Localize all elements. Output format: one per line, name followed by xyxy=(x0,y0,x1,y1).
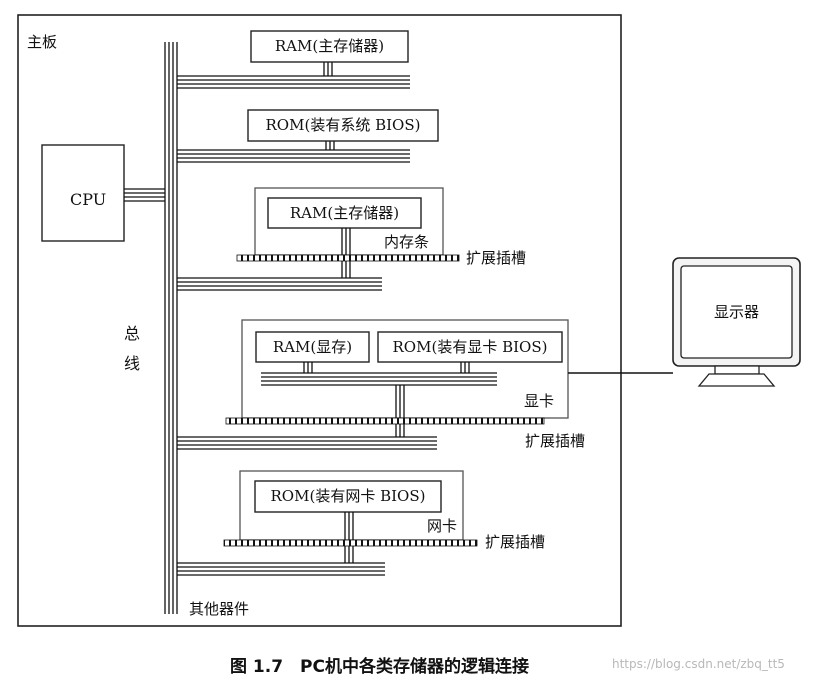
branch-slot1 xyxy=(177,277,382,291)
network-card-label: 网卡 xyxy=(427,517,458,535)
slot2-label: 扩展插槽 xyxy=(525,432,586,450)
vram-label: RAM(显存) xyxy=(272,338,353,356)
monitor xyxy=(672,257,801,387)
watermark: https://blog.csdn.net/zbq_tt5 xyxy=(612,657,785,671)
rom-vga-bios-box xyxy=(377,331,563,363)
system-bus xyxy=(164,42,178,614)
stick-ram-box xyxy=(267,197,422,229)
stick-ram-connector xyxy=(341,228,351,257)
branch-slot3 xyxy=(177,562,385,576)
rom-vga-bios-label: ROM(装有显卡 BIOS) xyxy=(392,338,548,356)
expansion-slot-2 xyxy=(225,417,545,425)
slot3-label: 扩展插槽 xyxy=(485,533,546,551)
motherboard-label: 主板 xyxy=(27,33,58,51)
expansion-slot-1 xyxy=(236,254,460,262)
nic-connector xyxy=(344,512,354,542)
figure-caption: 图 1.7 PC机中各类存储器的逻辑连接 xyxy=(230,657,529,677)
bus-label-char1: 总 xyxy=(124,324,141,343)
graphics-card-label: 显卡 xyxy=(524,392,555,410)
rom-bios-label: ROM(装有系统 BIOS) xyxy=(265,116,421,134)
ram-main-label: RAM(主存储器) xyxy=(274,37,385,55)
graphics-internal-bus xyxy=(261,362,497,424)
slot1-vertical xyxy=(341,261,351,278)
branch-ram-main xyxy=(177,62,410,89)
cpu-box xyxy=(41,144,125,242)
cpu-bus-connector xyxy=(124,188,165,202)
rom-nic-bios-label: ROM(装有网卡 BIOS) xyxy=(270,487,426,505)
memory-stick-label: 内存条 xyxy=(384,233,430,251)
branch-slot2 xyxy=(177,436,437,450)
expansion-slot-3 xyxy=(223,539,478,547)
bus-label-char2: 线 xyxy=(124,354,141,373)
slot3-vertical xyxy=(344,546,354,563)
slot1-label: 扩展插槽 xyxy=(466,249,527,267)
cpu-label: CPU xyxy=(70,190,107,209)
stick-ram-label: RAM(主存储器) xyxy=(289,204,400,222)
branch-rom-bios xyxy=(177,141,410,163)
rom-nic-bios-box xyxy=(254,480,442,513)
monitor-label: 显示器 xyxy=(713,303,759,321)
motherboard-frame xyxy=(17,14,622,627)
other-devices-label: 其他器件 xyxy=(189,600,250,618)
slot2-vertical xyxy=(395,424,405,437)
rom-bios-box xyxy=(247,109,439,142)
vram-box xyxy=(255,331,370,363)
ram-main-box xyxy=(250,30,409,63)
